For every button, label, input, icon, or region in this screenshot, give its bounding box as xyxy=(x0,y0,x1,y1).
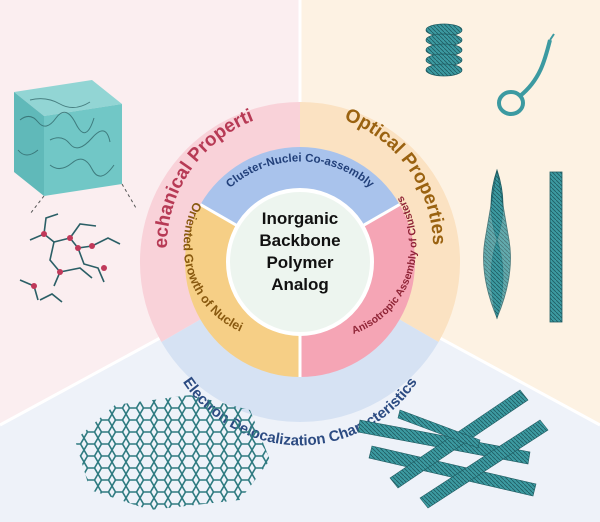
center-circle xyxy=(226,188,374,336)
helix-ribbon-icon xyxy=(425,23,463,77)
twisted-ribbon-icon xyxy=(483,168,511,320)
crossed-nanowires-icon xyxy=(357,389,549,509)
straight-nanowire-icon xyxy=(549,171,563,323)
center-line-2: Backbone xyxy=(259,231,340,250)
honeycomb-sheet-icon xyxy=(75,395,270,510)
cluster-network-icon xyxy=(19,213,121,303)
twisted-coil-ribbon-icon xyxy=(497,33,555,116)
center-line-3: Polymer xyxy=(266,253,333,272)
center-title: Inorganic Backbone Polymer Analog xyxy=(259,209,340,294)
nanocube-icon xyxy=(14,80,122,196)
center-line-1: Inorganic xyxy=(262,209,339,228)
center-line-4: Analog xyxy=(271,275,329,294)
